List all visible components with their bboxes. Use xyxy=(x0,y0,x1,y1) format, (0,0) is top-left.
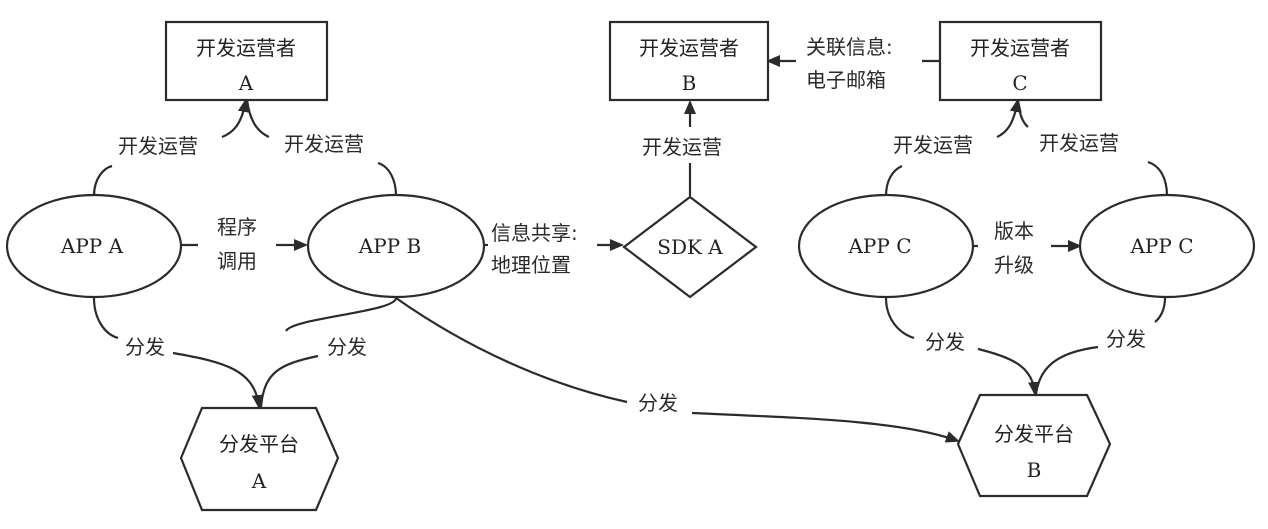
node-ellipse xyxy=(797,193,975,299)
edge-label-app-b-dev-a: 开发运营 xyxy=(284,132,364,156)
node-label: APP B xyxy=(358,234,421,258)
edge-line xyxy=(996,98,1022,139)
edge-line xyxy=(1154,297,1167,323)
edge-line xyxy=(92,164,113,197)
node-title: 开发运营者 xyxy=(196,36,296,60)
node-app-a[interactable]: APP A xyxy=(5,193,183,299)
edge-label-app-c-upgrade-line1: 版本 xyxy=(994,219,1034,243)
node-developer-operator-b[interactable]: 开发运营者 B xyxy=(608,20,770,102)
edge-line xyxy=(1034,345,1099,395)
edge-line xyxy=(395,297,628,404)
edge-label-app-c-upgrade-line2: 升级 xyxy=(994,253,1034,277)
edge-line xyxy=(92,297,119,340)
node-distribution-platform-a[interactable]: 分发平台 A xyxy=(179,406,340,512)
node-app-c-source[interactable]: APP C xyxy=(797,193,975,299)
edge-line xyxy=(884,297,915,340)
node-title: 开发运营者 xyxy=(970,36,1070,60)
node-title: 开发运营者 xyxy=(639,36,739,60)
edge-line xyxy=(1016,99,1029,128)
node-subtitle: B xyxy=(1027,458,1042,482)
edge-line xyxy=(977,347,1041,396)
edge-label-app-c2-platform-b: 分发 xyxy=(1106,327,1146,351)
edge-label-app-b-platform-b: 分发 xyxy=(638,391,678,415)
edge-app-c2-to-dev-c xyxy=(1016,99,1169,197)
node-diamond xyxy=(622,195,758,299)
node-label: APP C xyxy=(1129,234,1193,258)
edge-label-app-a-app-b-line1: 程序 xyxy=(217,215,257,239)
edge-app-c1-to-platform-b xyxy=(884,297,1041,396)
edge-label-app-a-dev-a: 开发运营 xyxy=(118,134,198,158)
edge-label-app-c1-dev-c: 开发运营 xyxy=(893,133,973,157)
node-label: SDK A xyxy=(657,235,723,259)
node-title: 分发平台 xyxy=(994,422,1074,446)
edge-label-app-a-platform-a: 分发 xyxy=(125,335,165,359)
node-app-b[interactable]: APP B xyxy=(306,193,486,299)
node-label: APP A xyxy=(60,234,124,258)
edge-label-app-b-sdk-a-line2: 地理位置 xyxy=(491,253,571,277)
edge-app-b-to-dev-a xyxy=(245,99,398,197)
edge-app-c2-to-platform-b xyxy=(1034,297,1167,395)
edge-line xyxy=(1147,160,1169,197)
edge-label-app-b-platform-a: 分发 xyxy=(327,335,367,359)
node-title: 分发平台 xyxy=(219,432,299,456)
node-ellipse xyxy=(5,193,183,299)
edge-app-a-to-dev-a xyxy=(92,98,250,197)
node-developer-operator-c[interactable]: 开发运营者 C xyxy=(938,20,1103,102)
edge-app-a-to-platform-a xyxy=(92,297,264,409)
edge-line xyxy=(172,351,264,409)
node-label: APP C xyxy=(847,234,911,258)
edge-app-b-to-platform-b xyxy=(395,297,960,443)
node-distribution-platform-b[interactable]: 分发平台 B xyxy=(956,393,1112,498)
edge-line xyxy=(691,411,960,443)
node-subtitle: C xyxy=(1012,71,1027,95)
node-developer-operator-a[interactable]: 开发运营者 A xyxy=(164,20,329,102)
edge-label-dev-c-dev-b-line2: 电子邮箱 xyxy=(806,68,886,92)
edge-line xyxy=(884,164,903,197)
edge-line xyxy=(221,98,250,139)
edge-line xyxy=(285,297,398,332)
node-hexagon xyxy=(179,406,340,512)
node-subtitle: A xyxy=(251,469,267,493)
edge-app-b-to-platform-a xyxy=(259,297,398,408)
node-subtitle: A xyxy=(238,71,254,95)
node-ellipse xyxy=(306,193,486,299)
node-box xyxy=(938,20,1103,102)
edge-label-dev-c-dev-b-line1: 关联信息: xyxy=(806,35,893,59)
node-ellipse xyxy=(1078,193,1256,299)
edge-line xyxy=(259,354,319,408)
node-box xyxy=(164,20,329,102)
node-subtitle: B xyxy=(682,71,697,95)
edge-line xyxy=(377,161,398,197)
edge-line xyxy=(245,99,270,139)
edge-label-sdk-a-dev-b: 开发运营 xyxy=(642,135,722,159)
edge-app-c1-to-dev-c xyxy=(884,98,1022,197)
edge-label-app-c1-platform-b: 分发 xyxy=(925,330,965,354)
node-box xyxy=(608,20,770,102)
node-app-c-upgraded[interactable]: APP C xyxy=(1078,193,1256,299)
node-hexagon xyxy=(956,393,1112,498)
edge-label-app-a-app-b-line2: 调用 xyxy=(217,249,257,273)
node-sdk-a[interactable]: SDK A xyxy=(622,195,758,299)
edge-label-app-c2-dev-c: 开发运营 xyxy=(1039,131,1119,155)
edge-label-app-b-sdk-a-line1: 信息共享: xyxy=(491,221,578,245)
